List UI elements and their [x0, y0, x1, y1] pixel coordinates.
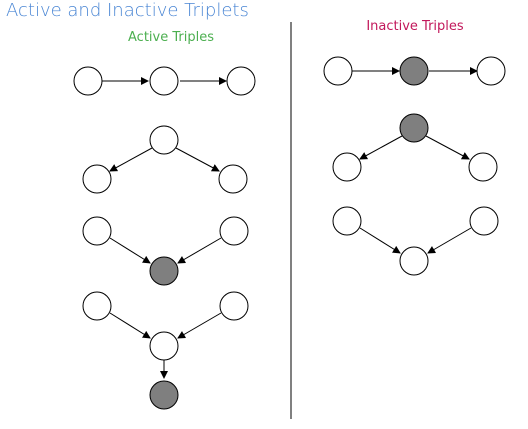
unobserved-node — [399, 246, 429, 276]
inactive-v-structure-triple — [332, 206, 499, 276]
unobserved-node — [82, 291, 112, 321]
unobserved-node — [73, 66, 103, 96]
unobserved-node — [332, 152, 362, 182]
unobserved-node — [476, 56, 506, 86]
edge — [177, 237, 222, 264]
unobserved-node — [82, 216, 112, 246]
inactive-triples-heading: Inactive Triples — [366, 19, 464, 34]
unobserved-node — [149, 66, 179, 96]
observed-node — [399, 56, 429, 86]
edge — [177, 312, 222, 339]
unobserved-node — [469, 206, 499, 236]
inactive-chain-triple — [323, 56, 506, 86]
unobserved-node — [468, 152, 498, 182]
observed-node — [399, 113, 429, 143]
edge — [109, 237, 151, 264]
unobserved-node — [226, 66, 256, 96]
inactive-common-cause-triple — [332, 113, 498, 182]
edge — [425, 135, 470, 160]
active-triples-heading: Active Triples — [128, 30, 214, 45]
active-chain-triple — [73, 66, 256, 96]
observed-node — [149, 380, 179, 410]
edge — [359, 227, 401, 254]
unobserved-node — [219, 216, 249, 246]
active-observed-descendant-triple — [82, 291, 249, 410]
unobserved-node — [149, 331, 179, 361]
edge — [359, 135, 403, 160]
active-v-structure-triple — [82, 216, 249, 286]
unobserved-node — [82, 164, 112, 194]
observed-node — [149, 256, 179, 286]
active-common-cause-triple — [82, 125, 248, 194]
page-title: Active and Inactive Triplets — [6, 0, 249, 21]
edge — [175, 147, 220, 172]
unobserved-node — [323, 56, 353, 86]
unobserved-node — [149, 125, 179, 155]
edge — [427, 227, 472, 254]
edge — [109, 147, 153, 172]
unobserved-node — [218, 164, 248, 194]
unobserved-node — [332, 206, 362, 236]
edge — [109, 312, 151, 339]
unobserved-node — [219, 291, 249, 321]
